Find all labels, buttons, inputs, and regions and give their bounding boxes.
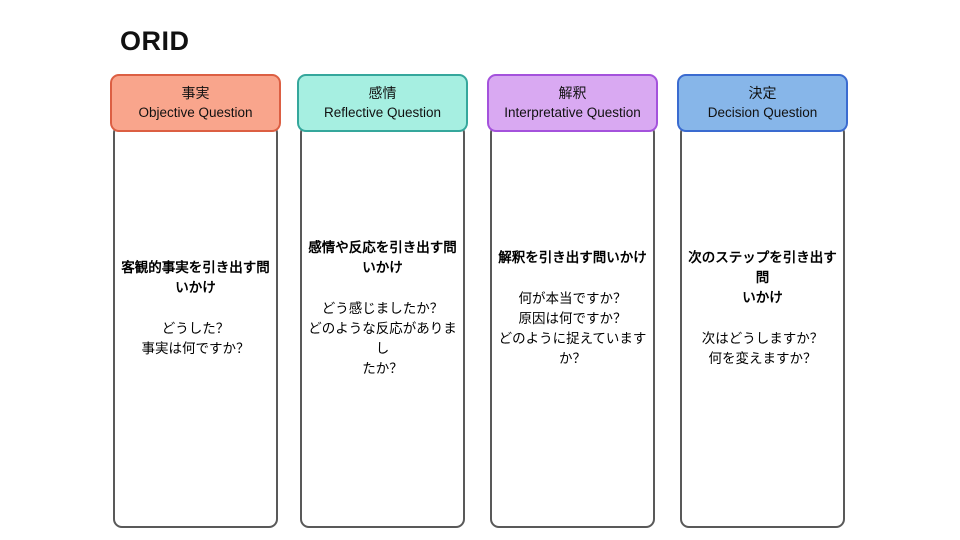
reflective-card: 感情や反応を引き出す問 いかけ どう感じましたか？ どのような反応がありまし た… xyxy=(300,124,465,528)
interpretative-header: 解釈 Interpretative Question xyxy=(487,74,658,132)
interpretative-header-ja: 解釈 xyxy=(558,85,587,101)
reflective-header-en: Reflective Question xyxy=(323,105,442,120)
reflective-card-content: 感情や反応を引き出す問 いかけ どう感じましたか？ どのような反応がありまし た… xyxy=(302,133,463,483)
reflective-heading: 感情や反応を引き出す問 いかけ xyxy=(308,239,457,275)
column-reflective: 感情や反応を引き出す問 いかけ どう感じましたか？ どのような反応がありまし た… xyxy=(297,0,468,540)
objective-heading: 客観的事実を引き出す問 いかけ xyxy=(121,259,270,295)
reflective-header: 感情 Reflective Question xyxy=(297,74,468,132)
interpretative-heading: 解釈を引き出す問いかけ xyxy=(498,249,647,265)
decision-header: 決定 Decision Question xyxy=(677,74,848,132)
interpretative-card-content: 解釈を引き出す問いかけ 何が本当ですか？ 原因は何ですか？ どのように捉えていま… xyxy=(492,133,653,483)
decision-header-en: Decision Question xyxy=(707,105,818,120)
objective-header-ja: 事実 xyxy=(181,85,210,101)
decision-body-text: 次はどうしますか？ 何を変えますか？ xyxy=(701,330,824,366)
decision-header-ja: 決定 xyxy=(748,85,777,101)
interpretative-body-text: 何が本当ですか？ 原因は何ですか？ どのように捉えています か？ xyxy=(498,290,647,366)
decision-card-content: 次のステップを引き出す問 いかけ 次はどうしますか？ 何を変えますか？ xyxy=(682,133,843,483)
interpretative-card: 解釈を引き出す問いかけ 何が本当ですか？ 原因は何ですか？ どのように捉えていま… xyxy=(490,124,655,528)
objective-body-text: どうした？ 事実は何ですか？ xyxy=(141,320,250,356)
objective-header-en: Objective Question xyxy=(138,105,253,120)
objective-card-content: 客観的事実を引き出す問 いかけ どうした？ 事実は何ですか？ xyxy=(115,133,276,483)
objective-header: 事実 Objective Question xyxy=(110,74,281,132)
reflective-header-ja: 感情 xyxy=(368,85,397,101)
page-title: ORID xyxy=(120,26,190,56)
column-objective: 客観的事実を引き出す問 いかけ どうした？ 事実は何ですか？ 事実 Object… xyxy=(110,0,281,540)
decision-heading: 次のステップを引き出す問 いかけ xyxy=(688,249,837,305)
interpretative-header-en: Interpretative Question xyxy=(504,105,641,120)
column-decision: 次のステップを引き出す問 いかけ 次はどうしますか？ 何を変えますか？ 決定 D… xyxy=(677,0,848,540)
objective-card: 客観的事実を引き出す問 いかけ どうした？ 事実は何ですか？ xyxy=(113,124,278,528)
decision-card: 次のステップを引き出す問 いかけ 次はどうしますか？ 何を変えますか？ xyxy=(680,124,845,528)
reflective-body-text: どう感じましたか？ どのような反応がありまし たか？ xyxy=(308,300,457,376)
column-interpretative: 解釈を引き出す問いかけ 何が本当ですか？ 原因は何ですか？ どのように捉えていま… xyxy=(487,0,658,540)
